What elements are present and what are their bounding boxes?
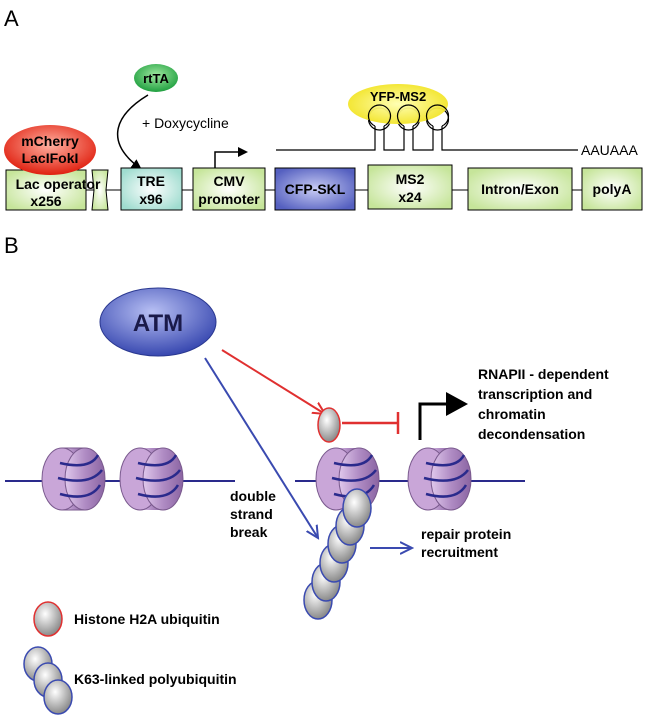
- mcherry-label-line2: LacIFokI: [22, 150, 79, 166]
- cfp-skl-box: [274, 167, 356, 211]
- rtta-ellipse: [134, 64, 178, 92]
- stem-loops-overlay: [367, 104, 450, 130]
- polya-box: [581, 167, 643, 211]
- cfp-skl-label: CFP-SKL: [285, 181, 346, 197]
- intron-exon-label: Intron/Exon: [481, 181, 559, 197]
- intron-exon-box: [467, 167, 573, 211]
- panel-b-label: B: [4, 233, 19, 258]
- nucleosome-1: [41, 447, 106, 511]
- atm-label: ATM: [133, 310, 183, 337]
- dsb-label-line3: break: [230, 524, 268, 540]
- yfp-ms2-ellipse: [348, 84, 448, 124]
- dsb-label-line2: strand: [230, 506, 273, 522]
- ms2-label-line2: x24: [398, 189, 422, 205]
- atm-red-arrow: [221, 349, 325, 414]
- polya-label: polyA: [593, 181, 632, 197]
- nucleosome-2: [119, 447, 184, 511]
- k63-polyubiquitin-chain: [303, 488, 372, 620]
- ms2-label-line1: MS2: [396, 171, 425, 187]
- transcription-start-arrow: [418, 402, 447, 440]
- tre-box: [120, 167, 183, 211]
- lac-operator-break: [91, 169, 109, 211]
- yfp-ms2-label: YFP-MS2: [370, 89, 426, 104]
- atm-blue-arrow: [204, 357, 318, 538]
- legend-k63-icon: [23, 646, 73, 715]
- repair-label-line2: recruitment: [421, 544, 498, 560]
- rnapii-label-line4: decondensation: [478, 426, 585, 442]
- h2a-ubiquitin-marker: [317, 407, 341, 443]
- lac-operator-box: [5, 169, 87, 211]
- cmv-start-arrow: [214, 147, 248, 168]
- panel-a-label: A: [4, 6, 19, 31]
- tre-label-line1: TRE: [137, 173, 165, 189]
- lac-operator-label-line1: Lac operator: [16, 176, 101, 192]
- dsb-label-line1: double: [230, 488, 276, 504]
- rtta-label: rtTA: [143, 71, 169, 86]
- lac-operator-label-line2: x256: [30, 193, 61, 209]
- legend-h2a-label: Histone H2A ubiquitin: [74, 611, 220, 627]
- transcription-arrowhead: [446, 392, 468, 416]
- legend-h2a-icon: [33, 601, 63, 637]
- nucleosome-4: [407, 447, 472, 511]
- doxycycline-arrow: [116, 94, 149, 170]
- tre-label-line2: x96: [139, 191, 163, 207]
- mcherry-label-line1: mCherry: [21, 133, 79, 149]
- atm-ellipse: [99, 287, 217, 357]
- rnapii-label-line2: transcription and: [478, 386, 592, 402]
- rnapii-label-line1: RNAPII - dependent: [478, 366, 609, 382]
- legend-k63-label: K63-linked polyubiquitin: [74, 671, 237, 687]
- ms2-box: [367, 164, 453, 210]
- rnapii-label-line3: chromatin: [478, 406, 546, 422]
- mcherry-laci-foki-ellipse: [4, 125, 96, 175]
- cmv-promoter-box: [192, 167, 266, 211]
- repair-label-line1: repair protein: [421, 526, 511, 542]
- cmv-label-line1: CMV: [213, 173, 245, 189]
- cmv-label-line2: promoter: [198, 191, 260, 207]
- doxycycline-label: + Doxycycline: [142, 115, 229, 131]
- polya-signal-label: AAUAAA: [581, 142, 638, 158]
